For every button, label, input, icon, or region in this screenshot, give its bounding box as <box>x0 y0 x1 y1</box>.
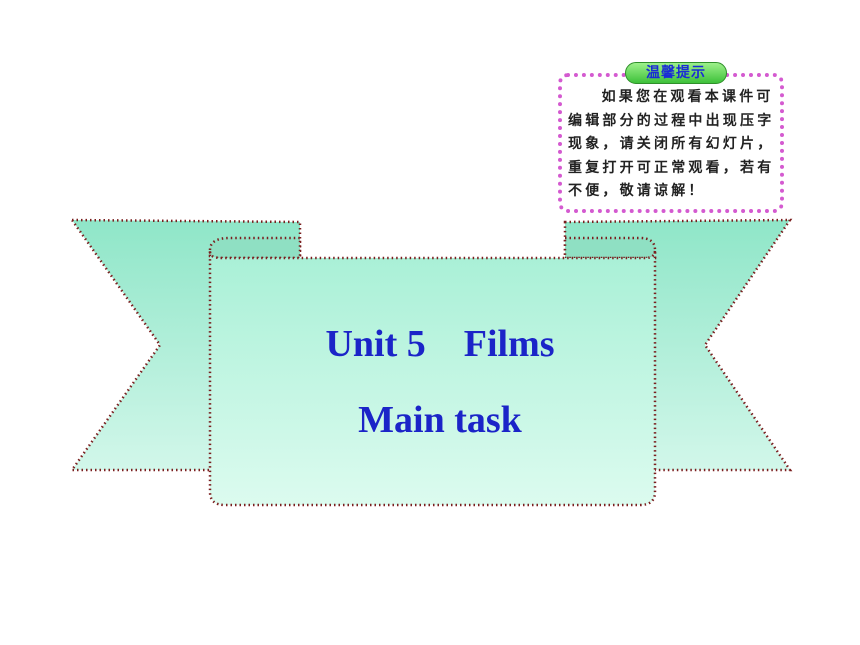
notice-tab: 温馨提示 <box>625 62 727 84</box>
ribbon-left-roll <box>208 236 302 260</box>
title-task: Main task <box>358 399 522 441</box>
ribbon-main-panel <box>208 249 657 507</box>
title-unit: Unit 5 Films <box>325 323 555 365</box>
ribbon-right-roll <box>563 236 657 260</box>
notice-text: 如果您在观看本课件可编辑部分的过程中出现压字现象，请关闭所有幻灯片，重复打开可正… <box>568 89 775 199</box>
